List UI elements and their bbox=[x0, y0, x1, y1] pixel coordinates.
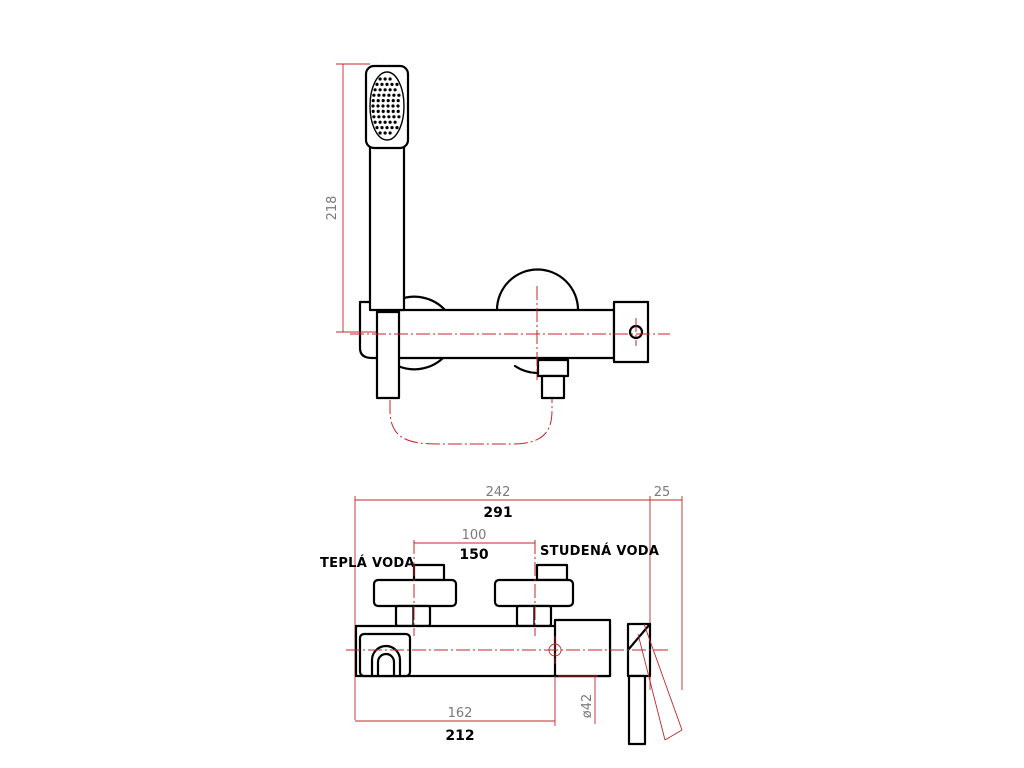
shower-nozzle-dot bbox=[383, 77, 387, 81]
shower-nozzle-dot bbox=[393, 120, 397, 124]
shower-nozzle-dot bbox=[371, 99, 375, 103]
wall-flange-left bbox=[372, 578, 458, 608]
cartridge-center-mark bbox=[548, 643, 562, 657]
inlet-pipe-top bbox=[540, 374, 566, 400]
dim-diameter-text: ø42 bbox=[580, 694, 595, 719]
shower-nozzle-dot bbox=[378, 77, 382, 81]
shower-nozzle-dot bbox=[385, 82, 389, 86]
shower-nozzle-dot bbox=[397, 115, 401, 119]
shower-nozzle-dot bbox=[378, 120, 382, 124]
shower-nozzle-dot bbox=[375, 82, 379, 86]
shower-nozzle-dot bbox=[386, 109, 390, 113]
shower-nozzle-dot bbox=[388, 131, 392, 135]
shower-nozzle-dot bbox=[377, 115, 381, 119]
hose-outlet-pipe bbox=[375, 310, 401, 400]
top-view: 218 bbox=[325, 63, 670, 445]
shower-nozzle-dot bbox=[380, 82, 384, 86]
shower-nozzle-dot bbox=[375, 126, 379, 130]
hose-centerline bbox=[389, 378, 553, 445]
shower-nozzle-dot bbox=[385, 126, 389, 130]
shower-nozzle-dot bbox=[373, 120, 377, 124]
shower-nozzle-dot bbox=[371, 109, 375, 113]
lever-swing-end bbox=[664, 729, 683, 741]
dim-218-text: 218 bbox=[325, 196, 340, 221]
shower-nozzle-dot bbox=[386, 104, 390, 108]
shower-nozzle-dot bbox=[372, 93, 376, 97]
shower-nozzle-dot bbox=[383, 131, 387, 135]
shower-nozzle-dot bbox=[391, 99, 395, 103]
hand-shower-handle bbox=[368, 145, 406, 312]
shower-nozzle-dot bbox=[371, 104, 375, 108]
shower-nozzle-dot bbox=[396, 109, 400, 113]
shower-nozzle-dot bbox=[388, 120, 392, 124]
shower-nozzle-dot bbox=[393, 88, 397, 92]
shower-nozzle-dot bbox=[380, 126, 384, 130]
shower-face bbox=[369, 71, 405, 141]
shower-nozzle-dot bbox=[383, 88, 387, 92]
shower-nozzle-dot bbox=[390, 82, 394, 86]
shower-nozzle-dot bbox=[392, 115, 396, 119]
shower-nozzle-dot bbox=[391, 104, 395, 108]
shower-nozzle-dot bbox=[387, 115, 391, 119]
shower-nozzle-dot bbox=[372, 115, 376, 119]
dim-100-text: 100 bbox=[462, 528, 487, 543]
lever-swing-inner bbox=[637, 633, 666, 741]
shower-nozzle-dot bbox=[391, 109, 395, 113]
dim-212-text: 212 bbox=[445, 728, 474, 744]
label-hot-water: TEPLÁ VODA bbox=[320, 555, 415, 571]
shower-nozzle-dot bbox=[373, 88, 377, 92]
shower-nozzles bbox=[371, 77, 401, 135]
shower-nozzle-dot bbox=[378, 131, 382, 135]
shower-nozzle-dot bbox=[378, 88, 382, 92]
eccentric-stub-left bbox=[412, 563, 446, 582]
shower-nozzle-dot bbox=[388, 88, 392, 92]
shower-nozzle-dot bbox=[387, 93, 391, 97]
label-cold-water: STUDENÁ VODA bbox=[540, 543, 659, 559]
shower-nozzle-dot bbox=[381, 109, 385, 113]
wall-disc-left-bottom bbox=[396, 354, 447, 371]
shower-nozzle-dot bbox=[376, 109, 380, 113]
eccentric-stub-right bbox=[535, 563, 569, 582]
lever-arm bbox=[627, 674, 647, 746]
shower-nozzle-dot bbox=[392, 93, 396, 97]
inlet-nut-top bbox=[536, 358, 570, 378]
shower-nozzle-dot bbox=[397, 93, 401, 97]
shower-nozzle-dot bbox=[382, 93, 386, 97]
wall-flange-right bbox=[493, 578, 575, 608]
dim-162-text: 162 bbox=[448, 706, 473, 721]
shower-nozzle-dot bbox=[396, 104, 400, 108]
shower-nozzle-dot bbox=[376, 104, 380, 108]
shower-nozzle-dot bbox=[382, 115, 386, 119]
dim-242-text: 242 bbox=[486, 485, 511, 500]
shower-nozzle-dot bbox=[377, 93, 381, 97]
shower-nozzle-dot bbox=[376, 99, 380, 103]
wall-disc-right bbox=[495, 268, 580, 312]
shower-nozzle-dot bbox=[381, 99, 385, 103]
cartridge-housing bbox=[553, 618, 612, 678]
dim-25-text: 25 bbox=[654, 485, 671, 500]
lever-swing-outer bbox=[643, 623, 683, 731]
shower-nozzle-dot bbox=[388, 77, 392, 81]
shower-nozzle-dot bbox=[395, 126, 399, 130]
shower-nozzle-dot bbox=[396, 99, 400, 103]
holder-cradle-slot bbox=[370, 644, 402, 678]
shower-nozzle-dot bbox=[395, 82, 399, 86]
front-view: 242 291 25 100 150 TEPLÁ VODA STUDENÁ VO… bbox=[320, 485, 683, 746]
dim-291-text: 291 bbox=[483, 505, 512, 521]
shower-nozzle-dot bbox=[386, 99, 390, 103]
holder-cradle-slot-inner bbox=[376, 652, 396, 678]
shower-nozzle-dot bbox=[390, 126, 394, 130]
shower-nozzle-dot bbox=[383, 120, 387, 124]
shower-nozzle-dot bbox=[381, 104, 385, 108]
dim-150-text: 150 bbox=[459, 547, 488, 563]
